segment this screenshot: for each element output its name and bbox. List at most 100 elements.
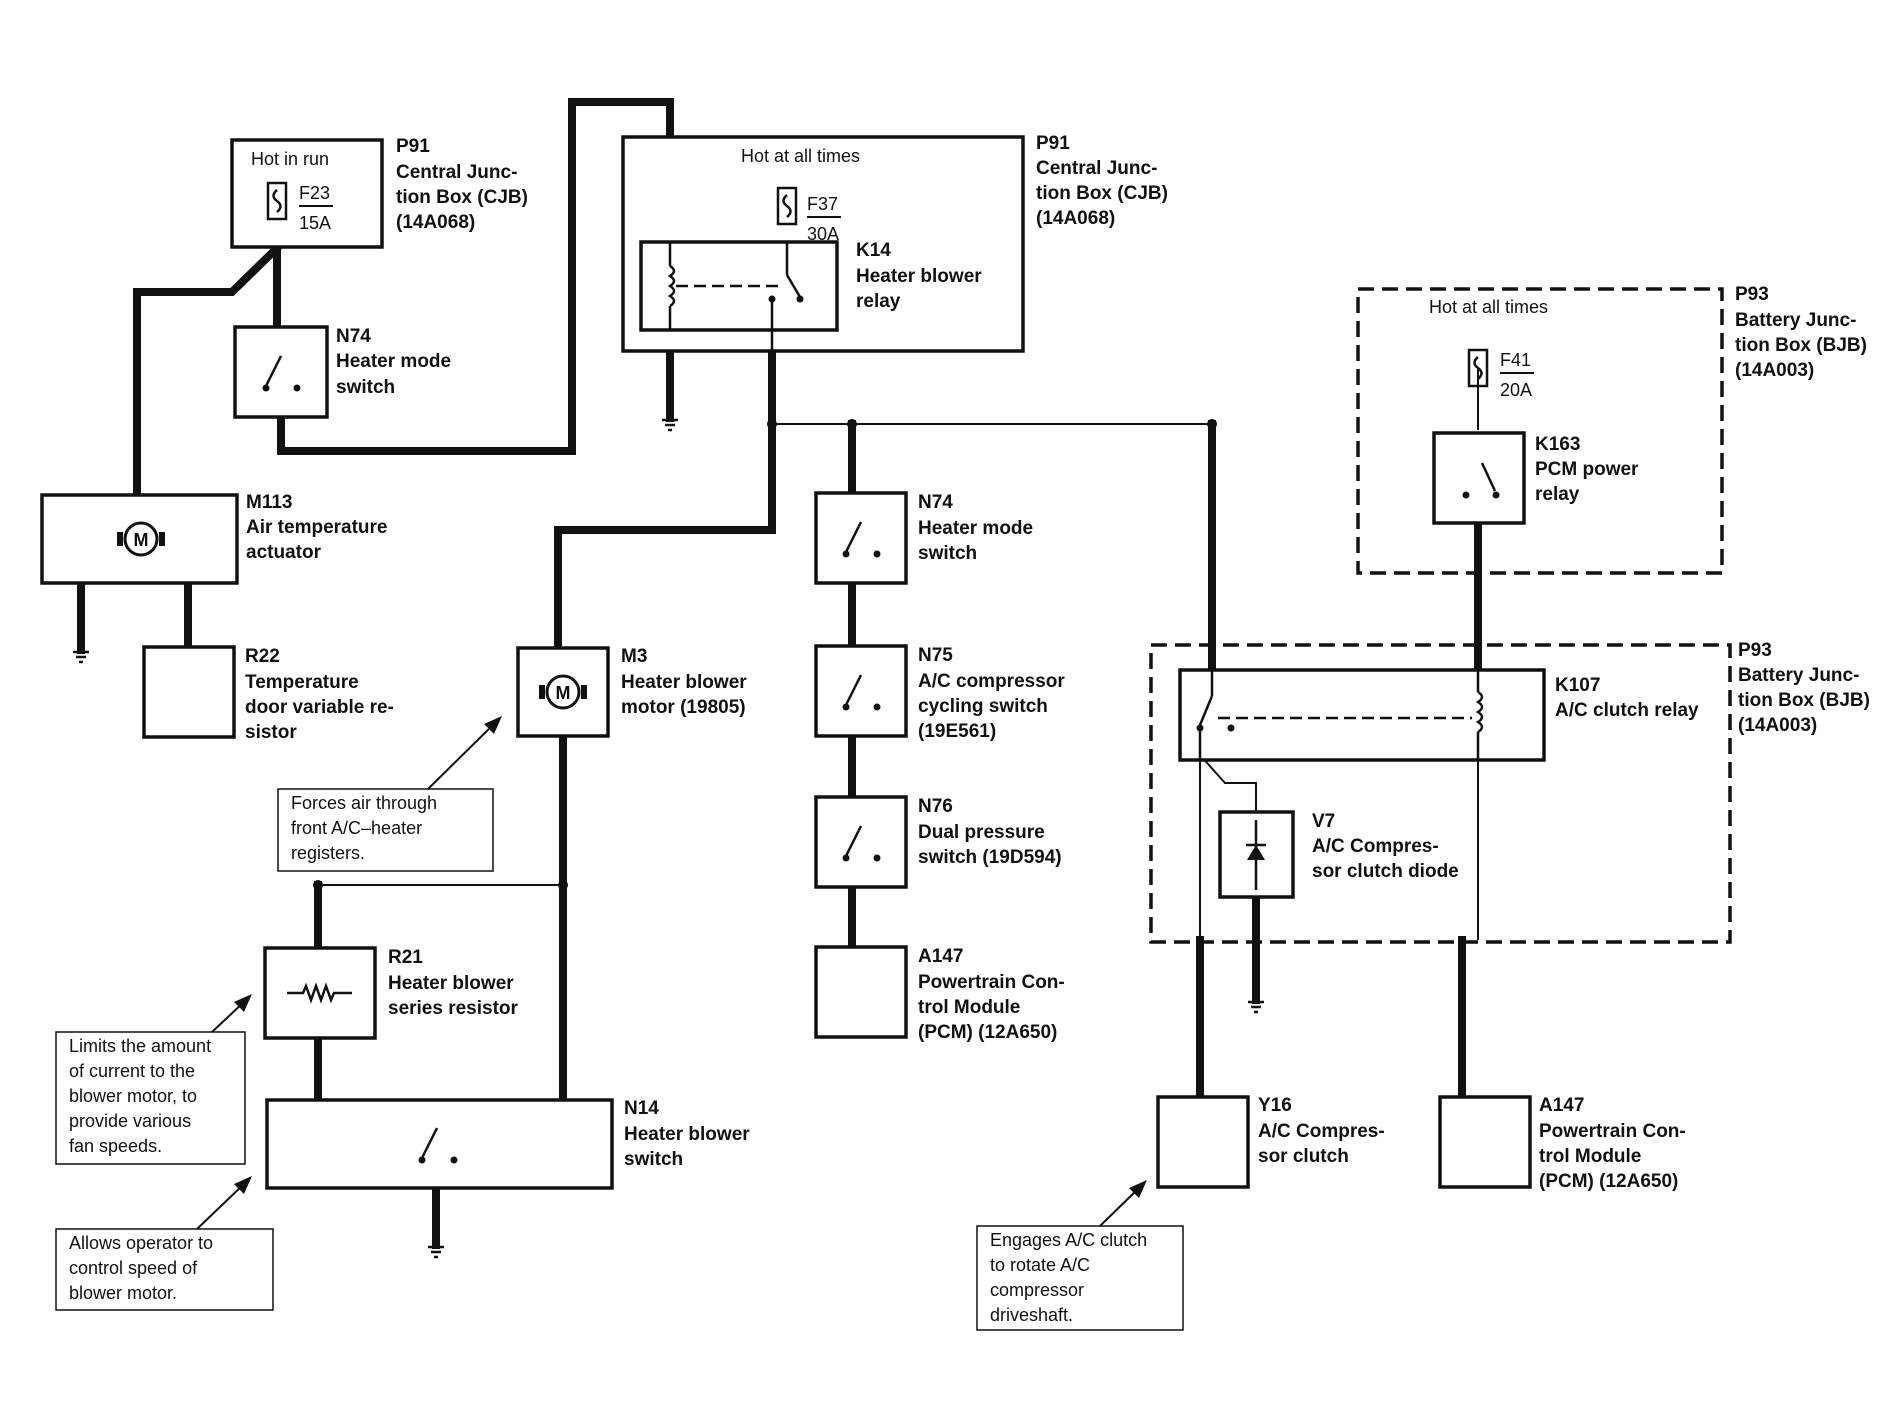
v7-id: V7 [1312,811,1335,832]
bjb-box-top [1356,287,1724,575]
ground-icon [428,1245,444,1259]
note-line: blower motor. [69,1283,177,1303]
a147-right-line-1: Powertrain Con- [1539,1121,1686,1142]
p93-bottom-line-2: tion Box (BJB) [1738,690,1870,711]
r22-resistor-box [142,645,236,739]
n74-top-line-2: switch [336,377,395,398]
p91-left-line-1: Central Junc- [396,162,517,183]
r22-line-3: sistor [245,722,297,743]
r21-line-1: Heater blower [388,973,514,994]
a147-mid-line-1: Powertrain Con- [918,972,1065,993]
k14-line-1: Heater blower [856,266,982,287]
splice-dot [767,419,777,429]
n75-line-1: A/C compressor [918,671,1065,692]
note-line: control speed of [69,1258,198,1278]
ground-icon [662,418,678,432]
switch-icon [1462,462,1500,499]
note-line: registers. [291,843,365,863]
arrow-head-icon [234,994,252,1012]
k107-id: K107 [1555,675,1600,696]
n74-top-line-1: Heater mode [336,351,451,372]
note-allows-operator: Allows operator to control speed of blow… [55,1176,274,1311]
note-line: Engages A/C clutch [990,1230,1147,1250]
splice-dot [1207,419,1217,429]
p93-top-line-1: Battery Junc- [1735,310,1856,331]
k107-relay-box [1178,668,1546,762]
a147-mid-line-2: trol Module [918,997,1020,1018]
k14-id: K14 [856,240,891,261]
p91-right-line-3: (14A068) [1036,208,1115,229]
fuse-f37-id: F37 [807,194,838,214]
relay-coil-icon [1196,670,1484,760]
note-line: front A/C–heater [291,818,422,838]
k163-relay-box [1432,431,1526,525]
n75-id: N75 [918,645,953,666]
p91-left-line-2: tion Box (CJB) [396,187,528,208]
a147-right-id: A147 [1539,1095,1584,1116]
a147-mid-id: A147 [918,946,963,967]
y16-line-1: A/C Compres- [1258,1121,1385,1142]
p93-bottom-id: P93 [1738,640,1772,661]
m113-id: M113 [246,492,292,513]
r21-line-2: series resistor [388,998,519,1019]
fuse-f41-icon [1467,348,1489,388]
ground-icon [73,650,89,664]
n74-mid-line-1: Heater mode [918,518,1033,539]
note-line: to rotate A/C [990,1255,1090,1275]
note-forces-air: Forces air through front A/C–heater regi… [277,716,502,872]
note-line: Forces air through [291,793,437,813]
k163-line-2: relay [1535,484,1580,505]
p93-bottom-line-3: (14A003) [1738,715,1817,736]
fuse-f37-icon [776,186,798,226]
motor-icon: M [117,521,165,557]
diode-icon [1246,820,1266,890]
p93-top-line-3: (14A003) [1735,360,1814,381]
arrow-head-icon [234,1176,252,1194]
k163-id: K163 [1535,434,1580,455]
p91-right-line-2: tion Box (CJB) [1036,183,1168,204]
a147-mid-box [814,945,908,1039]
p93-top-id: P93 [1735,284,1769,305]
cjb-box-left [230,138,384,249]
p91-right-id: P91 [1036,133,1070,154]
note-line: Limits the amount [69,1036,211,1056]
n75-line-2: cycling switch [918,696,1048,717]
m3-line-1: Heater blower [621,672,747,693]
k14-line-2: relay [856,291,901,312]
fuse-f41-id: F41 [1500,350,1531,370]
note-line: fan speeds. [69,1136,162,1156]
n76-line-1: Dual pressure [918,822,1045,843]
r22-id: R22 [245,646,280,667]
n14-blower-switch-box [265,1098,614,1190]
n14-id: N14 [624,1098,659,1119]
hot-at-all-times-cjb-label: Hot at all times [741,146,860,166]
m3-id: M3 [621,646,647,667]
fuse-f23-id: F23 [299,183,330,203]
wire-f23-m113 [133,242,283,497]
k107-line-1: A/C clutch relay [1555,700,1699,721]
motor-symbol-m113: M [134,530,149,550]
splice-dot [313,880,323,890]
a147-right-box [1438,1095,1532,1189]
a147-right-line-2: trol Module [1539,1146,1641,1167]
a147-mid-line-3: (PCM) (12A650) [918,1022,1057,1043]
note-line: compressor [990,1280,1084,1300]
v7-line-2: sor clutch diode [1312,861,1459,882]
arrow-line [196,1182,246,1230]
k163-line-1: PCM power [1535,459,1639,480]
wire-splice-m3 [554,420,776,650]
a147-right-line-3: (PCM) (12A650) [1539,1171,1678,1192]
bjb-box-bottom [1149,643,1732,944]
n76-id: N76 [918,796,953,817]
note-line: driveshaft. [990,1305,1073,1325]
n75-line-3: (19E561) [918,721,996,742]
p91-left-line-3: (14A068) [396,212,475,233]
p91-right-line-1: Central Junc- [1036,158,1157,179]
arrow-line [427,721,497,790]
r21-id: R21 [388,947,423,968]
arrow-line [1099,1186,1141,1227]
fuse-f23-icon [266,181,288,221]
m3-line-2: motor (19805) [621,697,746,718]
fuse-f41-rating: 20A [1500,380,1532,400]
